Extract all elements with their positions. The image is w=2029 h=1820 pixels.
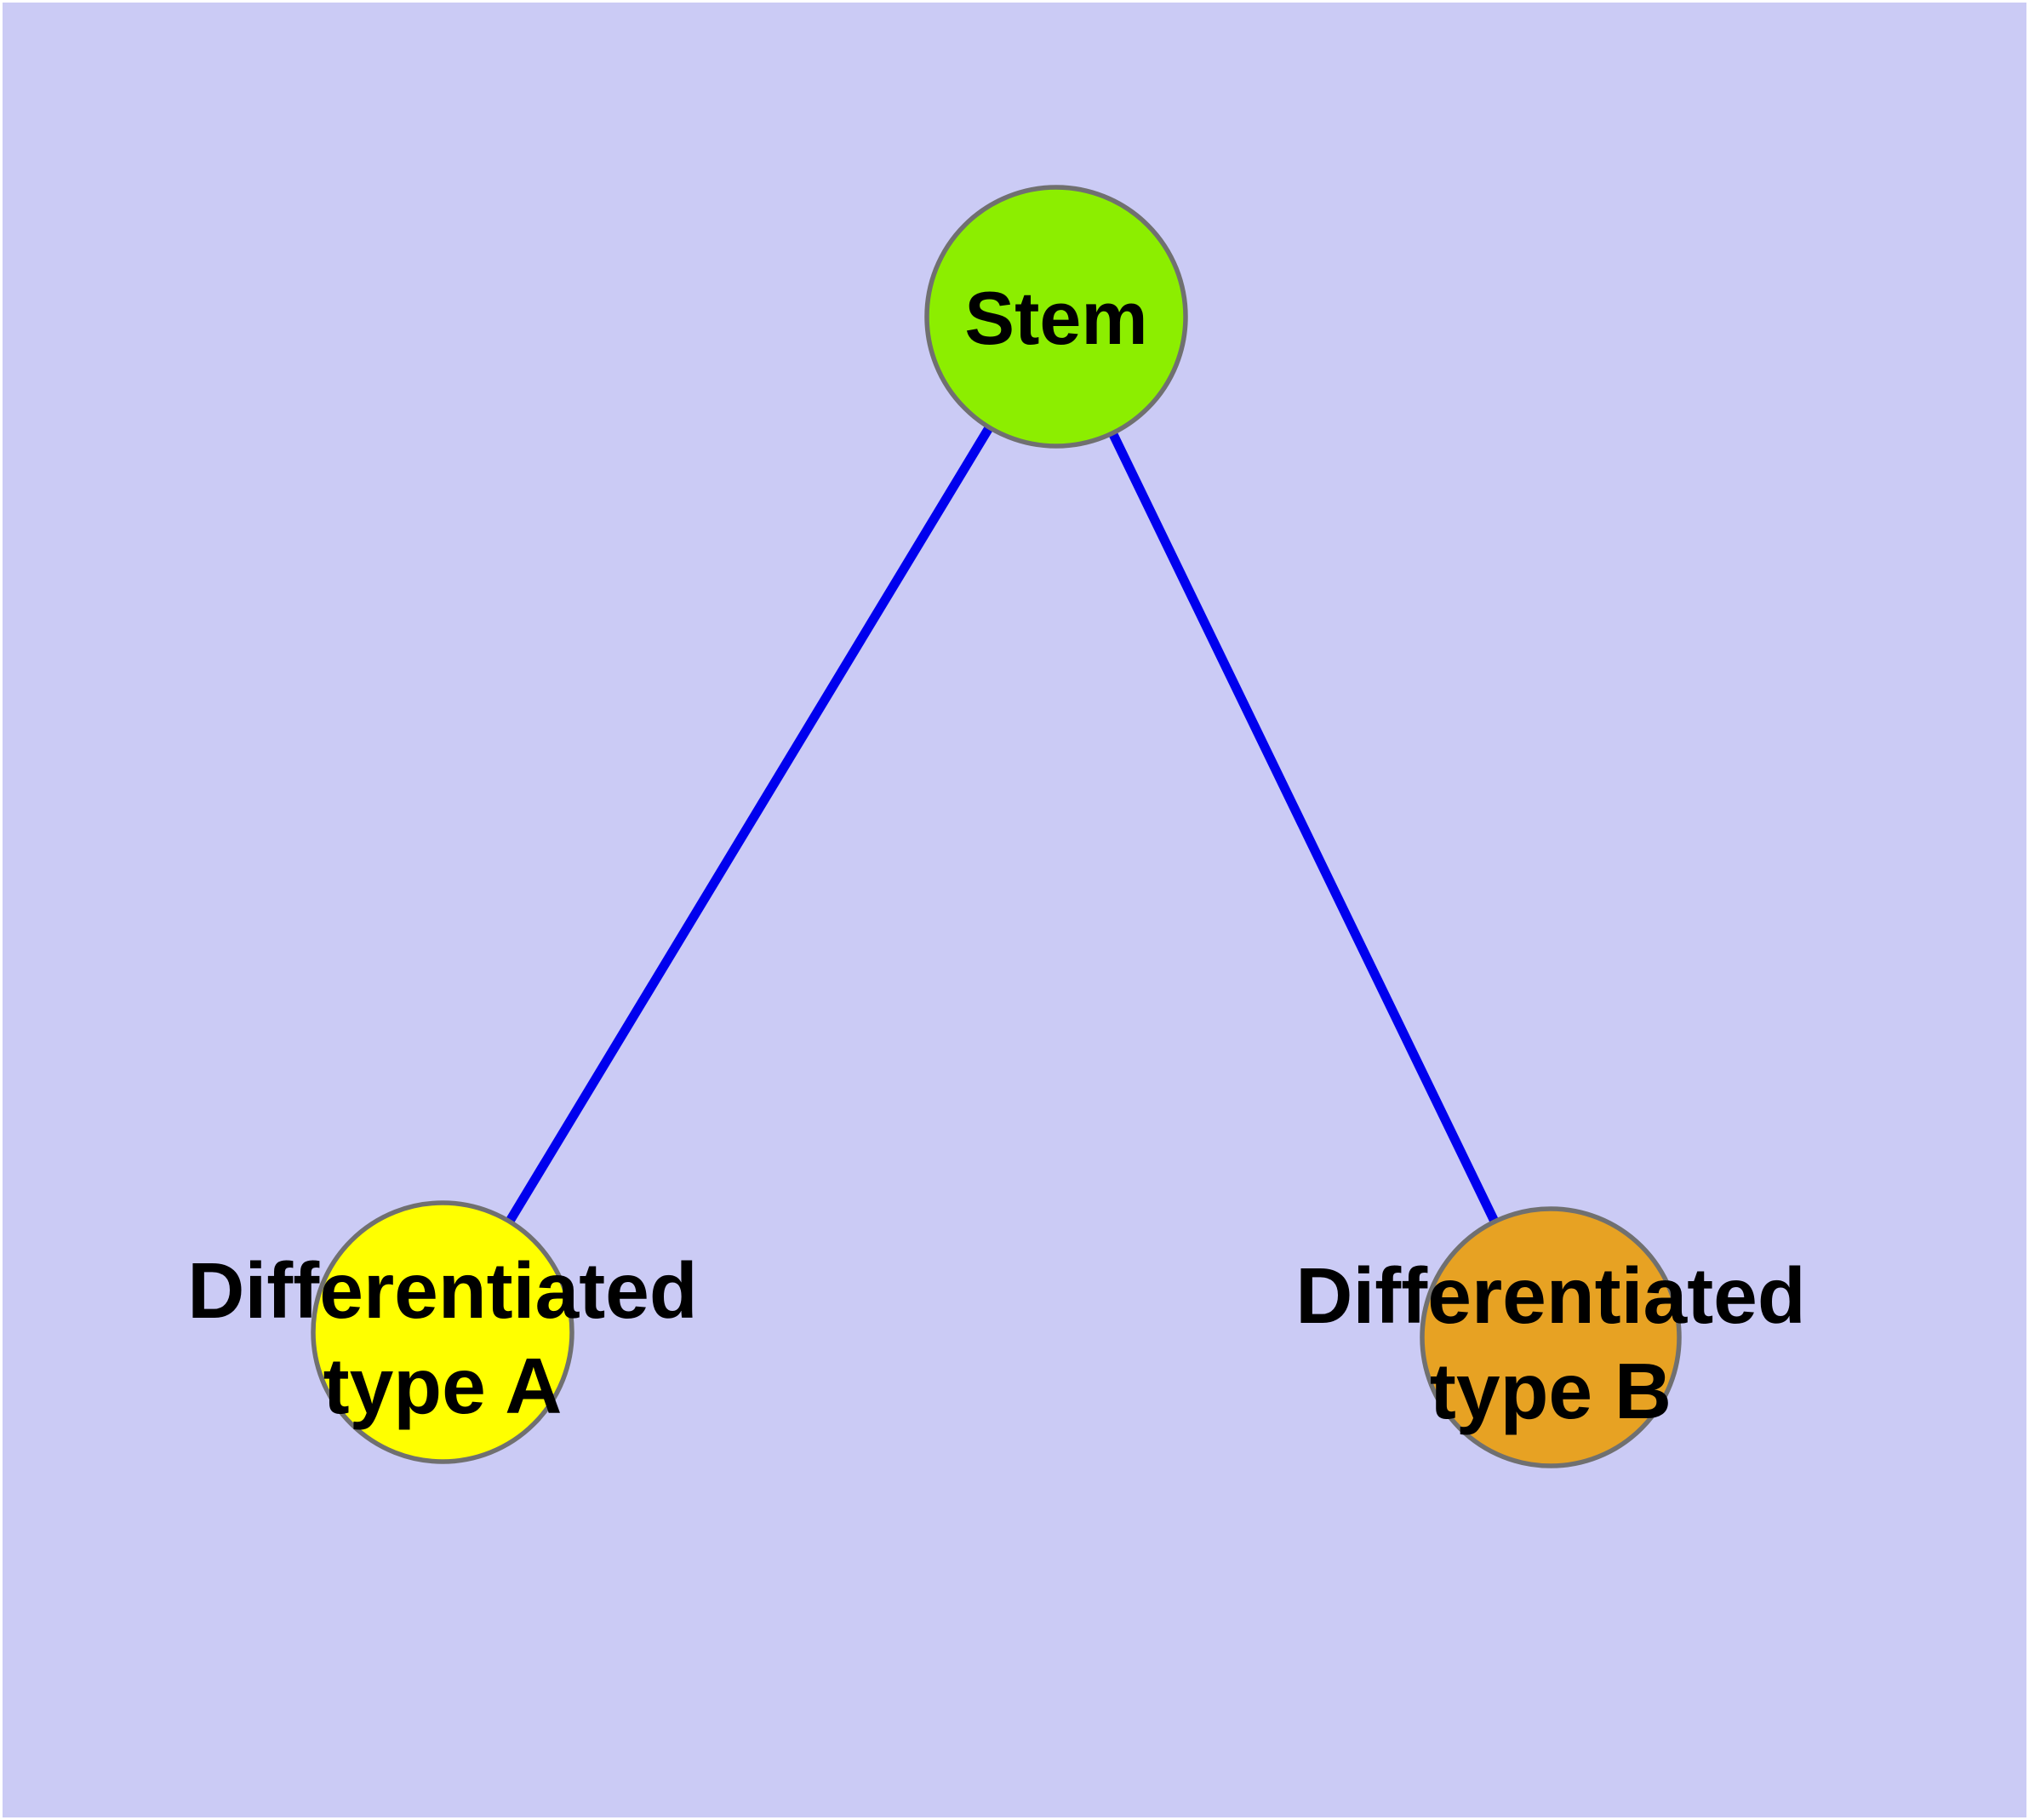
node-type-b-label-line1: Differentiated <box>1295 1251 1805 1340</box>
node-type-b-label-line2: type B <box>1430 1347 1672 1435</box>
node-differentiated-type-b <box>1420 1206 1682 1468</box>
node-stem-label: Stem <box>964 276 1147 360</box>
node-type-a-label-line2: type A <box>323 1342 563 1430</box>
node-stem <box>924 185 1188 449</box>
node-differentiated-type-a <box>311 1200 574 1464</box>
node-type-a-label-line1: Differentiated <box>187 1246 697 1335</box>
edge-stem-to-type-b <box>1052 314 1555 1340</box>
edge-stem-to-type-a <box>438 314 1060 1335</box>
